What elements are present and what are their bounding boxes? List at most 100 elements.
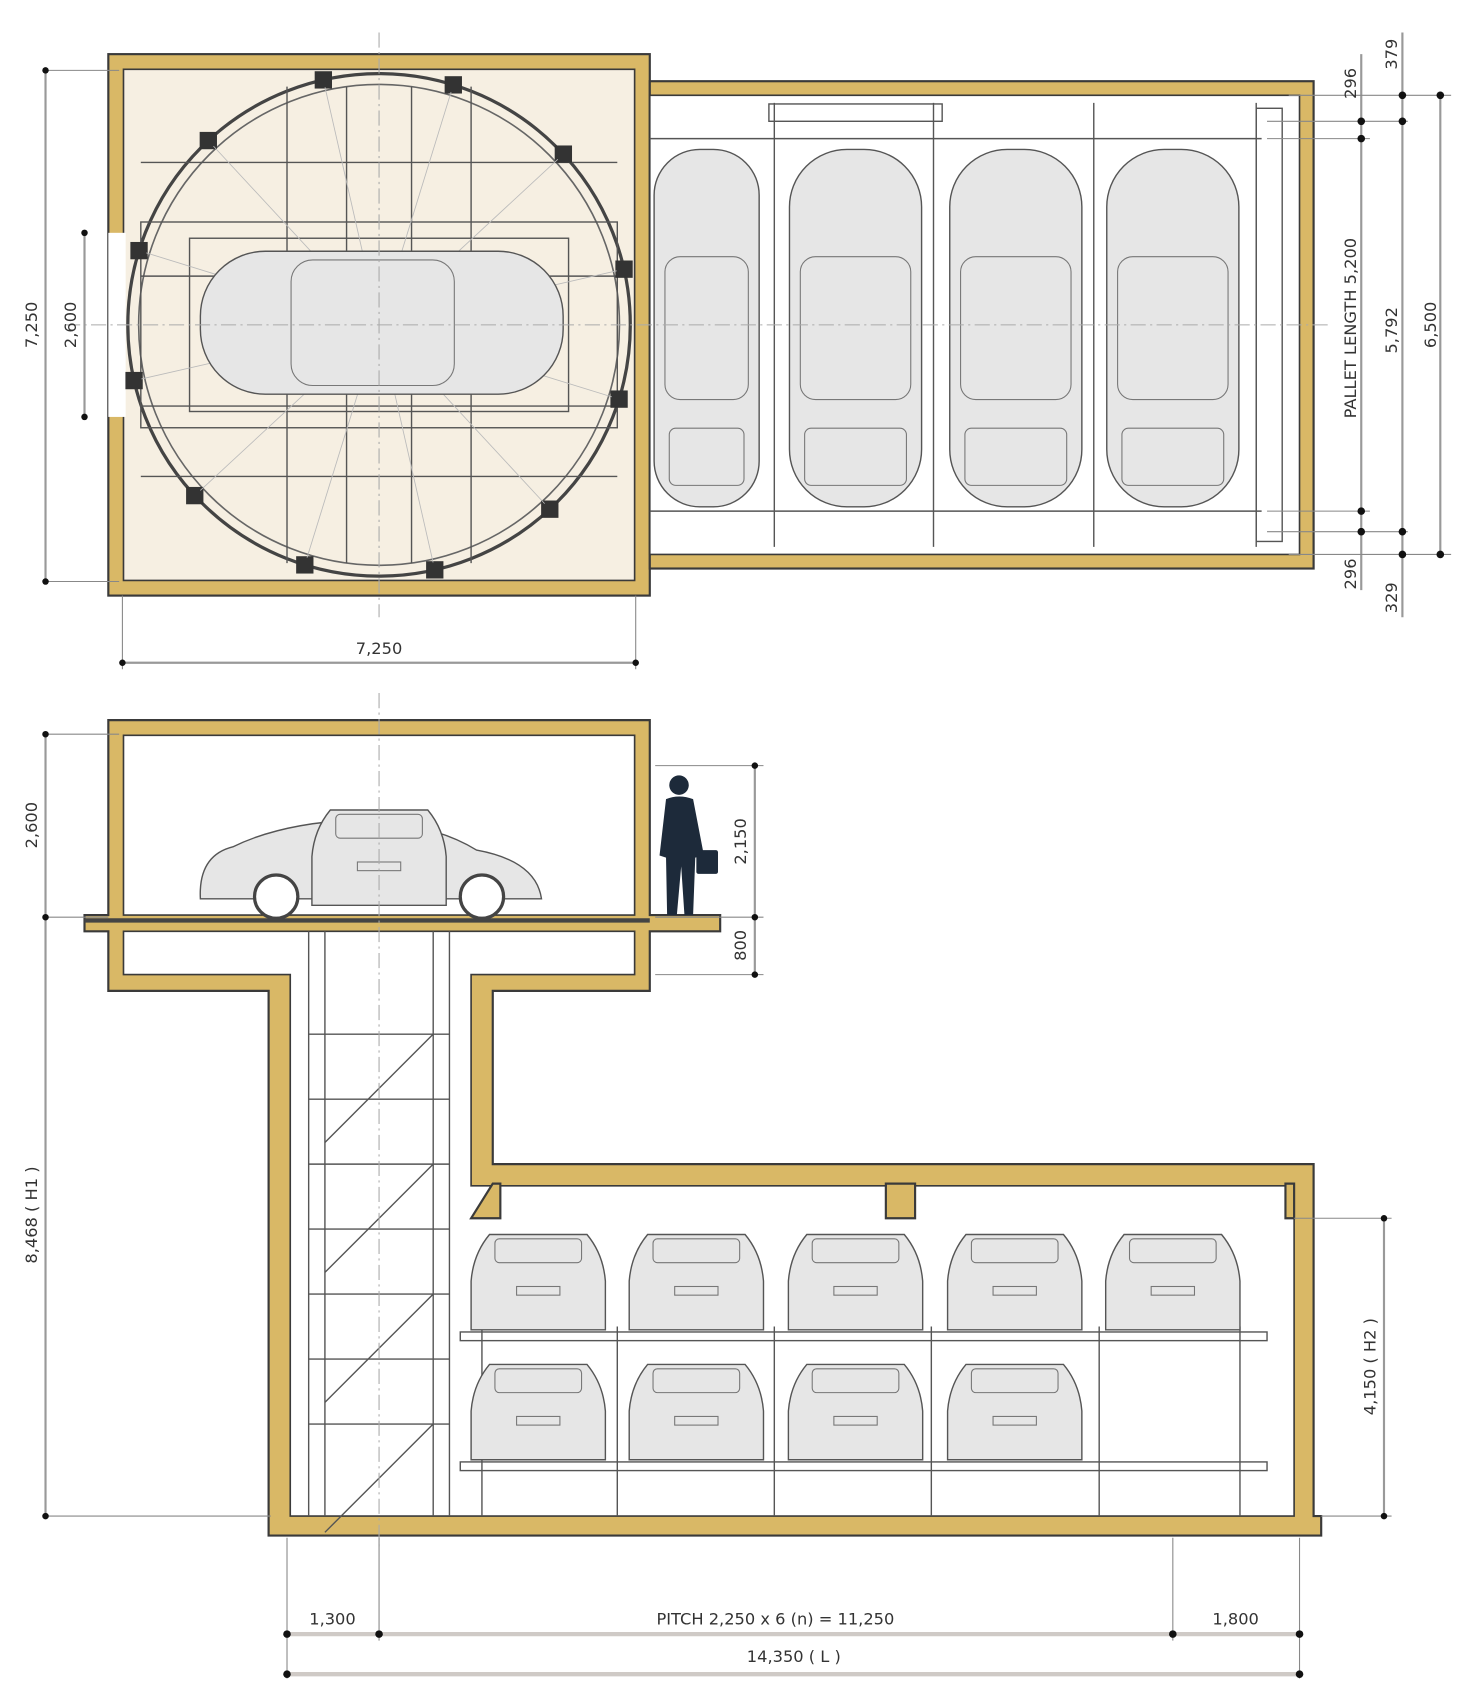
person-silhouette-icon (659, 775, 719, 916)
roller (296, 556, 314, 574)
car-windshield (970, 1368, 1059, 1394)
car-top-view (949, 148, 1083, 508)
dim-left-1300: 1,300 (309, 1609, 355, 1628)
dim-bottom-296: 296 (1341, 558, 1360, 589)
roller (314, 71, 333, 89)
dim-6500: 6,500 (1421, 302, 1440, 348)
dim-dot (751, 762, 759, 769)
dim-dot (42, 913, 49, 921)
dim-plan-width: 7,250 (356, 639, 402, 658)
pallet-level (459, 1331, 1268, 1342)
car-windshield (652, 1238, 741, 1264)
roller (444, 76, 462, 94)
roller (610, 390, 628, 408)
dim-dot (1436, 91, 1445, 100)
car-roof (664, 256, 749, 401)
pallet-level (459, 1461, 1268, 1472)
dim-right-1800: 1,800 (1212, 1609, 1258, 1628)
dim-h2: 4,150 ( H2 ) (1360, 1318, 1379, 1415)
car-front-view (470, 1233, 607, 1331)
wheel (458, 873, 506, 920)
car-trunk (804, 427, 907, 486)
car-roof (290, 259, 455, 387)
car-grille (674, 1415, 719, 1426)
bottom-dimensions: 1,300 PITCH 2,250 x 6 (n) = 11,250 1,800… (283, 1537, 1304, 1679)
dim-dot (1436, 550, 1445, 559)
dim-dot (42, 730, 49, 738)
car-top-view (788, 148, 923, 508)
dim-dot (1380, 1512, 1388, 1520)
dim-dot (1398, 117, 1407, 126)
dim-h1: 8,468 ( H1 ) (22, 1166, 41, 1263)
car-windshield (494, 1238, 583, 1264)
dim-dot (1380, 1215, 1388, 1222)
dim-dot (1398, 527, 1407, 536)
car-grille (833, 1285, 878, 1296)
car-front-view (628, 1233, 765, 1331)
dim-person-height: 2,150 (731, 818, 750, 864)
roller (186, 486, 204, 505)
car-windshield (811, 1238, 900, 1264)
roller (426, 561, 444, 579)
roller (199, 131, 217, 150)
car-trunk (1121, 427, 1225, 486)
plan-view: 7,250 2,600 7,250 296 (22, 32, 1452, 670)
car-grille (516, 1415, 561, 1426)
plan-cars (199, 102, 1283, 547)
dim-dot (1398, 550, 1407, 559)
dim-dot (1357, 527, 1366, 536)
dim-dot (283, 1630, 291, 1638)
dim-5792: 5,792 (1382, 307, 1401, 353)
car-grille (674, 1285, 719, 1296)
dim-dot (1295, 1630, 1304, 1638)
car-trunk (964, 427, 1068, 486)
car-trunk (668, 427, 745, 486)
car-front-view (787, 1363, 924, 1461)
car-windshield (811, 1368, 900, 1394)
car-top-view (199, 250, 564, 395)
dim-dot (283, 1670, 291, 1678)
dim-dot (119, 659, 126, 666)
dim-dot (632, 659, 639, 666)
car-grille (516, 1285, 561, 1296)
car-front-view (787, 1233, 924, 1331)
dim-pitch: PITCH 2,250 x 6 (n) = 11,250 (656, 1609, 894, 1628)
section-view: 2,600 8,468 ( H1 ) 2,150 800 4,150 ( H2 … (22, 693, 1392, 1679)
dim-plan-height: 7,250 (22, 302, 41, 348)
dim-top-379: 379 (1382, 39, 1401, 70)
dim-pallet-length: PALLET LENGTH 5,200 (1341, 238, 1360, 418)
dim-dot (1398, 91, 1407, 100)
lift-tower (84, 918, 1268, 1533)
car-front-view (946, 1363, 1083, 1461)
roller (130, 241, 148, 260)
dim-dot (1357, 134, 1366, 143)
dim-dot (751, 913, 759, 921)
car-top-view (653, 148, 760, 508)
dim-dot (42, 1512, 49, 1520)
wheel (252, 873, 300, 920)
drive-unit (768, 103, 943, 122)
car-grille (992, 1285, 1037, 1296)
roller (554, 145, 573, 163)
dim-top-296: 296 (1341, 68, 1360, 99)
car-top-view (1106, 148, 1240, 508)
car-grille (992, 1415, 1037, 1426)
section-cars (199, 809, 1241, 1461)
dim-dot (42, 578, 49, 585)
dim-dot (1357, 117, 1366, 126)
dim-total-length: 14,350 ( L ) (747, 1647, 841, 1666)
dim-dot (81, 229, 88, 237)
dim-dot (81, 413, 88, 421)
car-front-view (470, 1363, 607, 1461)
car-front-view (946, 1233, 1083, 1331)
dim-bottom-329: 329 (1382, 582, 1401, 613)
car-roof (1117, 256, 1229, 401)
dim-dot (1295, 1670, 1304, 1678)
dim-dot (751, 971, 759, 978)
car-front-view (628, 1363, 765, 1461)
dim-opening: 2,600 (61, 302, 80, 348)
car-grille (1150, 1285, 1196, 1296)
car-grille (833, 1415, 878, 1426)
